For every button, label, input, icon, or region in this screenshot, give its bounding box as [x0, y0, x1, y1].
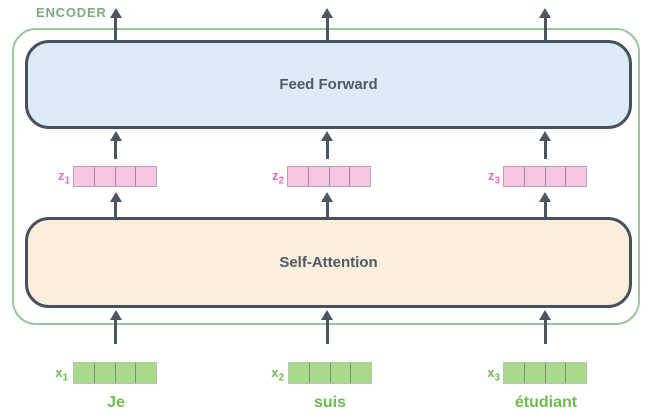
vector-cell — [544, 167, 566, 186]
input-word-3: étudiant — [514, 394, 578, 411]
x2-vector-label: x2 — [271, 365, 284, 384]
vector-cell — [523, 167, 545, 186]
vector-cell — [329, 363, 351, 383]
vector-cell — [93, 167, 115, 186]
vector-cell — [504, 363, 524, 383]
x3-vector-label: x3 — [487, 365, 500, 384]
feed-forward-block: Feed Forward — [25, 40, 632, 129]
vector-cell — [307, 167, 329, 186]
vector-cell — [288, 167, 308, 186]
vector-cell — [544, 363, 566, 383]
input-word-1: Je — [107, 394, 125, 411]
arrow-head-icon — [109, 310, 122, 320]
x2-to-sa-arrow — [321, 310, 334, 344]
sa-to-z2-arrow — [321, 192, 334, 217]
arrow-shaft — [114, 202, 117, 217]
vector-cell — [328, 167, 350, 186]
vector-cell — [349, 167, 370, 186]
arrow-head-icon — [109, 131, 122, 141]
arrow-head-icon — [321, 131, 333, 141]
arrow-head-icon — [539, 8, 551, 18]
sa-to-z3-arrow — [539, 192, 552, 217]
vector-cell — [135, 167, 156, 186]
vector-cell — [114, 167, 136, 186]
arrow-head-icon — [109, 8, 122, 18]
z2-vector — [287, 166, 371, 187]
output-arrow-2 — [321, 8, 334, 41]
vector-cell — [114, 363, 136, 383]
arrow-shaft — [114, 320, 117, 344]
vector-cell — [504, 167, 524, 186]
z3-vector-label: z3 — [487, 168, 500, 187]
arrow-head-icon — [321, 310, 333, 320]
output-arrow-3 — [539, 8, 552, 41]
arrow-shaft — [114, 141, 117, 159]
z1-vector-label: z1 — [57, 168, 70, 187]
x3-vector — [503, 362, 587, 384]
vector-cell — [289, 363, 309, 383]
x1-vector — [73, 362, 157, 384]
arrow-shaft — [543, 320, 547, 344]
self-attention-block: Self-Attention — [25, 217, 632, 308]
z2-vector-label: z2 — [271, 168, 284, 187]
self-attention-label: Self-Attention — [279, 254, 378, 271]
arrow-shaft — [325, 18, 329, 41]
vector-cell — [74, 167, 94, 186]
arrow-shaft — [114, 18, 117, 41]
z3-vector — [503, 166, 587, 187]
x2-vector — [288, 362, 372, 384]
arrow-shaft — [325, 141, 329, 159]
x1-vector-label: x1 — [55, 365, 68, 384]
arrow-shaft — [543, 18, 547, 41]
output-arrow-1 — [109, 8, 122, 41]
z1-to-ff-arrow — [109, 131, 122, 159]
vector-cell — [565, 363, 586, 383]
z2-to-ff-arrow — [321, 131, 334, 159]
arrow-shaft — [543, 141, 547, 159]
input-word-2: suis — [313, 394, 347, 411]
vector-cell — [350, 363, 371, 383]
z3-to-ff-arrow — [539, 131, 552, 159]
arrow-shaft — [325, 320, 329, 344]
arrow-head-icon — [539, 192, 551, 202]
vector-cell — [308, 363, 330, 383]
sa-to-z1-arrow — [109, 192, 122, 217]
z1-vector — [73, 166, 157, 187]
vector-cell — [93, 363, 115, 383]
x1-to-sa-arrow — [109, 310, 122, 344]
arrow-head-icon — [109, 192, 122, 202]
vector-cell — [74, 363, 94, 383]
arrow-head-icon — [321, 192, 333, 202]
arrow-shaft — [325, 202, 329, 217]
vector-cell — [565, 167, 586, 186]
encoder-title: ENCODER — [36, 5, 107, 20]
vector-cell — [523, 363, 545, 383]
vector-cell — [135, 363, 156, 383]
arrow-shaft — [543, 202, 547, 217]
feed-forward-label: Feed Forward — [279, 76, 378, 93]
arrow-head-icon — [539, 310, 551, 320]
arrow-head-icon — [321, 8, 333, 18]
x3-to-sa-arrow — [539, 310, 552, 344]
arrow-head-icon — [539, 131, 551, 141]
